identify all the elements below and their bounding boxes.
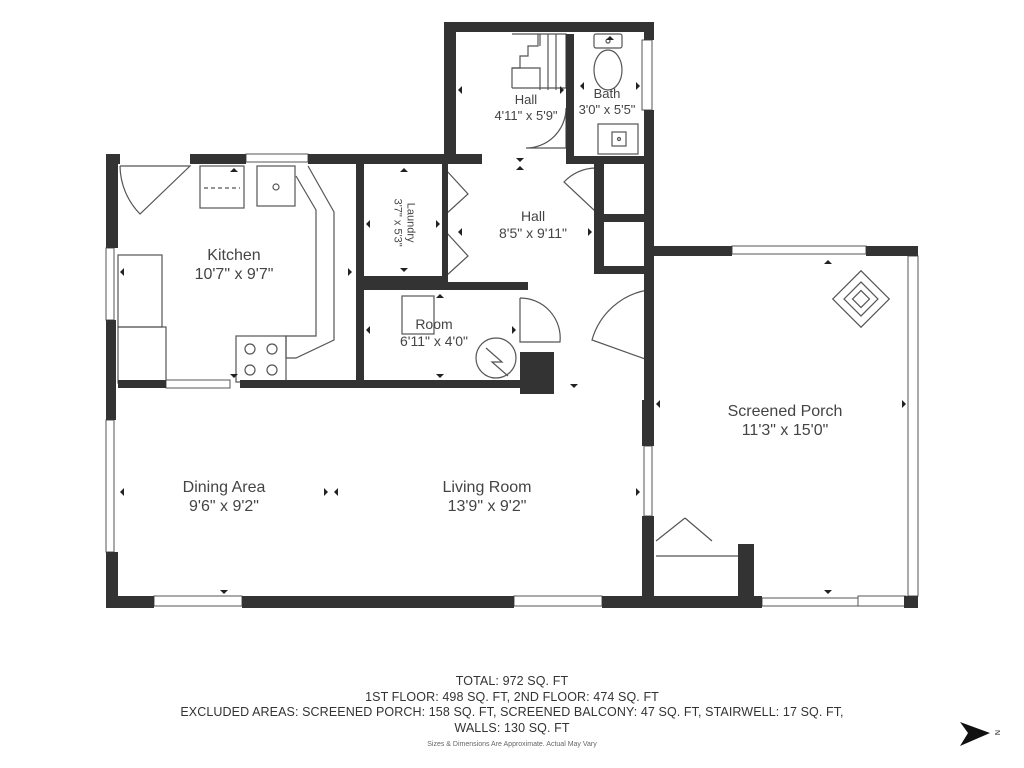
room-label-hall-main: Hall 8'5" x 9'11" [499,208,567,242]
compass-label: N [993,730,1000,735]
room-dims: 3'0" x 5'5" [578,101,636,117]
room-fixtures [401,295,517,379]
room-dims: 13'9" x 9'2" [447,498,527,516]
summary-floors: 1ST FLOOR: 498 SQ. FT, 2ND FLOOR: 474 SQ… [365,689,659,704]
living-door [591,289,649,361]
kitchen-counters [117,165,335,384]
porch-step [655,517,738,557]
fixtures [117,33,891,557]
room-name: Hall [514,92,538,107]
toilet [593,33,623,91]
walls [106,22,918,608]
room-name: Living Room [442,479,532,496]
north-arrow-icon [960,722,990,746]
room-name: Bath [593,86,621,101]
room-name: Dining Area [182,479,266,496]
room-label-kitchen: Kitchen 10'7" x 9'7" [195,246,274,284]
disclaimer: Sizes & Dimensions Are Approximate. Actu… [427,741,597,748]
room-dims: 10'7" x 9'7" [194,266,274,284]
room-label-laundry: Laundry 3'7" x 5'3" [391,183,417,263]
stairs [511,33,567,90]
room-dims: 11'3" x 15'0" [741,422,829,440]
room-name: Laundry [404,202,417,243]
hall-upper-door [525,107,567,149]
bath-sink [597,123,639,155]
room-dims: 9'6" x 9'2" [189,498,259,516]
room-label-screened-porch: Screened Porch 11'3" x 15'0" [728,402,843,440]
room-label-living-room: Living Room 13'9" x 9'2" [443,478,532,516]
porch-fixture [831,269,891,329]
room-door [519,297,561,343]
room-label-dining-area: Dining Area 9'6" x 9'2" [183,478,266,516]
room-label-hall-upper: Hall 4'11" x 5'9" [494,92,557,123]
bath-door [563,167,597,214]
door-swings [119,107,649,361]
kitchen-door [119,165,192,215]
room-name: Room [415,316,453,332]
summary-walls: WALLS: 130 SQ. FT [454,720,570,735]
room-label-bath: Bath 3'0" x 5'5" [579,86,636,117]
windows [105,39,919,607]
dimension-ticks [120,36,906,594]
summary-excluded: EXCLUDED AREAS: SCREENED PORCH: 158 SQ. … [180,705,844,719]
room-dims: 3'7" x 5'3" [392,198,404,247]
room-name: Screened Porch [727,403,843,420]
room-label-room: Room 6'11" x 4'0" [400,316,468,350]
summary-total: TOTAL: 972 SQ. FT [455,674,569,688]
room-dims: 4'11" x 5'9" [494,107,558,123]
room-dims: 6'11" x 4'0" [400,332,468,349]
room-name: Hall [520,208,546,224]
area-summary: TOTAL: 972 SQ. FT 1ST FLOOR: 498 SQ. FT,… [0,674,1024,736]
laundry-door-2 [445,231,469,277]
laundry-door [445,169,469,215]
room-dims: 8'5" x 9'11" [499,224,567,241]
room-name: Kitchen [207,247,261,264]
